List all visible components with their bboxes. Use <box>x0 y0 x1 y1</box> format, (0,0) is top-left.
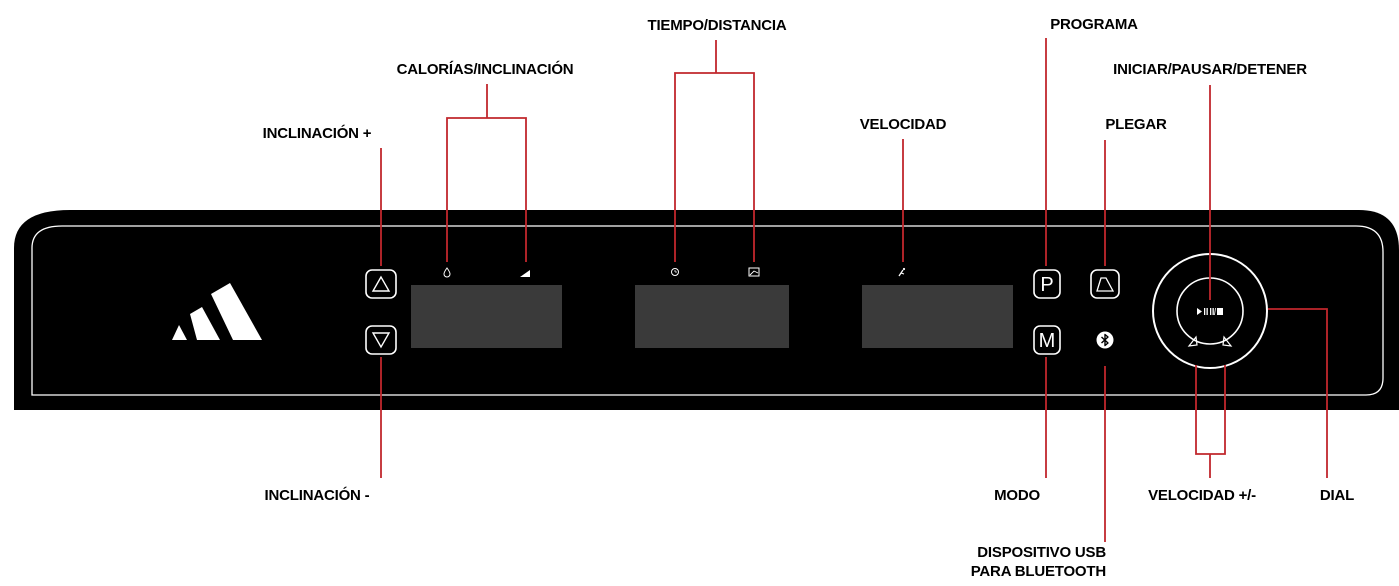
calorie-drop-icon <box>443 267 451 278</box>
label-calorias-inclinacion: CALORÍAS/INCLINACIÓN <box>396 61 574 78</box>
fold-button[interactable] <box>1090 269 1120 299</box>
runner-icon <box>898 267 906 277</box>
label-usb-line2: PARA BLUETOOTH <box>970 563 1106 580</box>
label-dial: DIAL <box>1319 487 1355 504</box>
console-inner-border <box>31 225 1384 396</box>
callout-dial <box>1268 308 1328 478</box>
label-usb-line1: DISPOSITIVO USB <box>977 544 1106 561</box>
adidas-logo <box>172 283 262 340</box>
incline-down-button[interactable] <box>365 325 397 355</box>
label-inclinacion-minus: INCLINACIÓN - <box>264 487 370 504</box>
fold-icon <box>1096 277 1115 292</box>
play-pause-stop-icon <box>1197 307 1223 316</box>
program-button[interactable]: P <box>1033 269 1061 299</box>
label-iniciar-pausar-detener: INICIAR/PAUSAR/DETENER <box>1113 61 1307 78</box>
dial[interactable] <box>1152 253 1268 369</box>
triangle-up-icon <box>371 275 391 292</box>
label-modo: MODO <box>994 487 1040 504</box>
mode-button[interactable]: M <box>1033 325 1061 355</box>
label-programa: PROGRAMA <box>1050 16 1138 33</box>
label-inclinacion-plus: INCLINACIÓN + <box>262 125 372 142</box>
mode-button-label: M <box>1039 330 1056 352</box>
speed-down-arrow-icon[interactable] <box>1187 335 1198 347</box>
distance-icon <box>748 267 760 277</box>
triangle-down-icon <box>371 332 391 349</box>
speed-up-arrow-icon[interactable] <box>1222 335 1233 347</box>
display-speed <box>862 285 1013 348</box>
incline-up-button[interactable] <box>365 269 397 299</box>
label-plegar: PLEGAR <box>1105 116 1167 133</box>
callout-time-distance <box>674 72 755 262</box>
callout-lines <box>380 38 1328 542</box>
display-time-distance <box>635 285 789 348</box>
bluetooth-icon <box>1096 331 1114 349</box>
label-tiempo-distancia: TIEMPO/DISTANCIA <box>647 17 787 34</box>
incline-wedge-icon <box>520 270 530 277</box>
label-velocidad-plus-minus: VELOCIDAD +/- <box>1148 487 1256 504</box>
display-calories-incline <box>411 285 562 348</box>
label-velocidad: VELOCIDAD <box>859 116 947 133</box>
clock-icon <box>671 268 679 276</box>
program-button-label: P <box>1040 274 1053 296</box>
